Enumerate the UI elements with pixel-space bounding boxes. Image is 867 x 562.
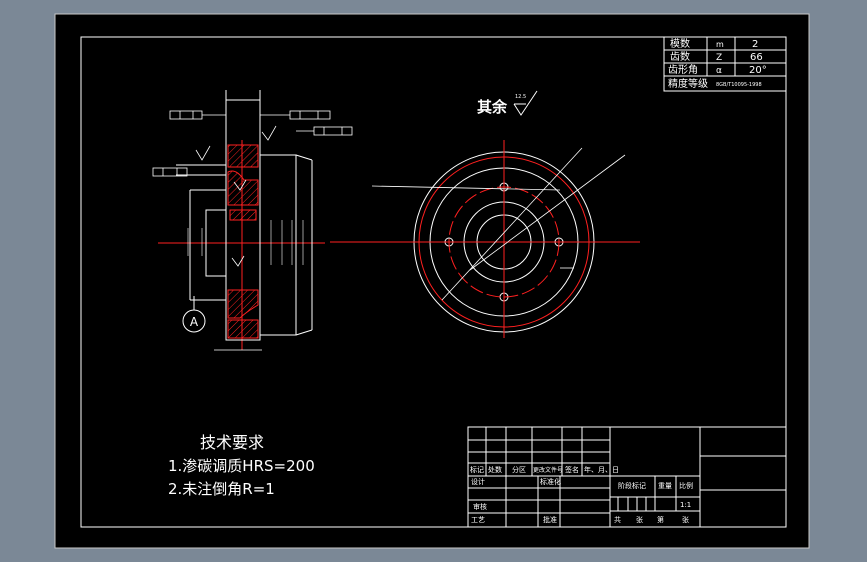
tb-process: 工艺: [471, 516, 485, 524]
spec-value-0: 2: [752, 39, 758, 50]
tb-approve: 批准: [543, 515, 557, 524]
tb-sheets-unit-2: 张: [682, 515, 689, 524]
roughness-symbol-icon: [513, 90, 538, 116]
tb-scale-label: 比例: [679, 481, 693, 490]
tech-requirement-2: 2.未注倒角R=1: [168, 480, 275, 498]
tech-requirement-1: 1.渗碳调质HRS=200: [168, 457, 315, 475]
roughness-label: 其余: [477, 98, 508, 116]
datum-circle: [182, 309, 206, 333]
roughness-value: 12.5: [515, 94, 526, 100]
tb-signature: 签名: [565, 465, 579, 474]
tb-sheets-unit-1: 张: [636, 515, 643, 524]
tb-stage-mark: 阶段标记: [618, 481, 646, 490]
spec-table: [663, 36, 787, 92]
spec-value-3: 8GB/T10095-1998: [716, 82, 762, 88]
tb-mark: 标记: [470, 465, 484, 474]
spec-value-2: 20°: [749, 65, 767, 76]
drawing-sheet: [54, 13, 810, 549]
tb-zone: 分区: [512, 465, 526, 474]
title-block: [467, 426, 787, 528]
drawing-border: [80, 36, 787, 528]
spec-value-1: 66: [750, 52, 763, 63]
spec-symbol-0: m: [716, 40, 724, 49]
tb-sheets-total: 共: [614, 515, 621, 524]
tb-count: 处数: [488, 465, 502, 474]
tb-sheet-no: 第: [657, 515, 664, 524]
tb-weight: 重量: [658, 482, 672, 490]
section-view: A: [152, 90, 353, 351]
spec-name-2: 齿形角: [668, 64, 698, 76]
tb-change-doc: 更改文件号: [533, 466, 563, 474]
tb-date: 年、月、日: [584, 465, 619, 474]
spec-name-1: 齿数: [670, 50, 690, 63]
datum-label: A: [190, 315, 199, 329]
tb-review: 审核: [473, 502, 487, 511]
front-view: [330, 140, 640, 338]
tb-design: 设计: [471, 477, 485, 486]
spec-name-0: 模数: [670, 37, 690, 50]
spec-symbol-1: Z: [716, 53, 722, 63]
spec-name-3: 精度等级: [668, 77, 708, 90]
tech-requirements-title: 技术要求: [200, 433, 264, 452]
tb-standardize: 标准化: [540, 477, 561, 486]
tb-scale-value: 1:1: [680, 501, 691, 509]
spec-symbol-2: α: [716, 66, 722, 76]
